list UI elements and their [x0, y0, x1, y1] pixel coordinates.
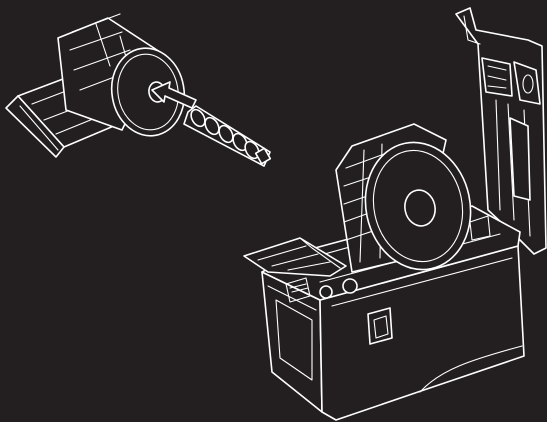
lid-window	[482, 58, 512, 96]
mechanism-gear-right	[343, 279, 357, 293]
mechanism-gear-left	[320, 286, 332, 298]
lid-arm	[510, 118, 530, 200]
spindle	[184, 106, 270, 166]
feed-button	[368, 308, 392, 344]
label-printer	[244, 8, 546, 420]
loaded-label-roll	[244, 124, 482, 279]
